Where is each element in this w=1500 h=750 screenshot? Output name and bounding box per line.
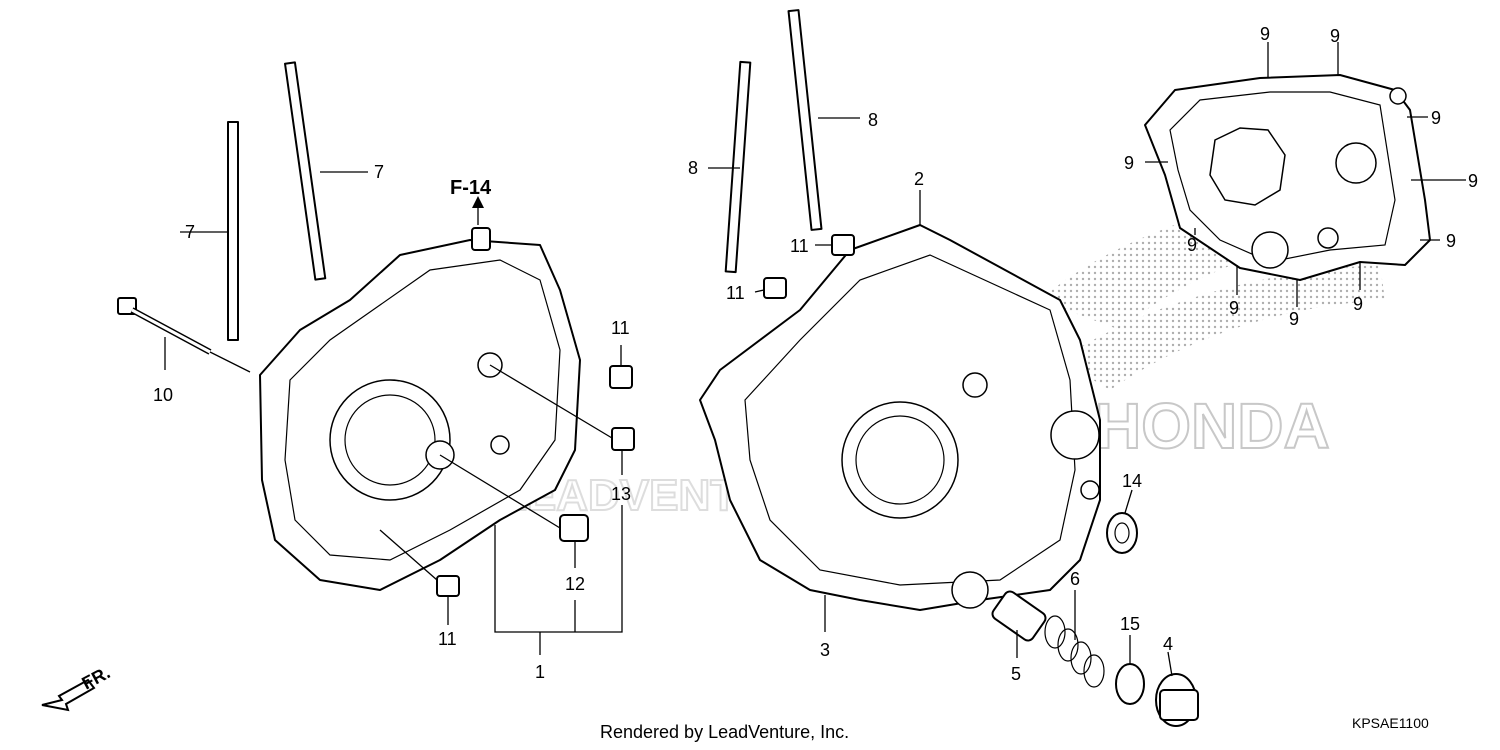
crankcase-gasket — [1144, 74, 1431, 281]
callout-15[interactable]: 15 — [1120, 614, 1140, 634]
callout-4[interactable]: 4 — [1163, 634, 1173, 654]
leader-lines — [164, 42, 1466, 677]
spring-6 — [1044, 615, 1105, 688]
oil-seal-14 — [1106, 512, 1138, 554]
callout-9-e[interactable]: 9 — [1468, 171, 1478, 191]
drain-plug-4 — [1155, 673, 1199, 727]
dowel-pin-11-lower — [436, 575, 460, 597]
right-crankcase-half — [699, 224, 1101, 611]
callout-7-right[interactable]: 7 — [374, 162, 384, 182]
front-direction-indicator: FR. — [41, 662, 113, 712]
callout-9-c[interactable]: 9 — [1431, 108, 1441, 128]
callout-7-left[interactable]: 7 — [185, 222, 195, 242]
callout-1[interactable]: 1 — [535, 662, 545, 682]
dowel-pin-11-upper — [609, 365, 633, 389]
front-arrow-icon — [41, 678, 96, 712]
callout-5[interactable]: 5 — [1011, 664, 1021, 684]
dowel-pin-11-right-lower — [763, 277, 787, 299]
callout-14[interactable]: 14 — [1122, 471, 1142, 491]
callout-9-g[interactable]: 9 — [1446, 231, 1456, 251]
callout-9-i[interactable]: 9 — [1289, 309, 1299, 329]
dowel-pin-11-right-upper — [831, 234, 855, 256]
reference-arrow-head — [472, 196, 484, 208]
o-ring-15 — [1115, 663, 1145, 705]
callout-9-d[interactable]: 9 — [1124, 153, 1134, 173]
callout-9-b[interactable]: 9 — [1330, 26, 1340, 46]
stud-bolt-7-right — [284, 61, 327, 281]
callout-13[interactable]: 13 — [611, 484, 631, 504]
oil-seal-13 — [611, 427, 635, 451]
callout-2[interactable]: 2 — [914, 169, 924, 189]
stud-bolt-8-left — [724, 60, 752, 274]
callout-11-lower-left[interactable]: 11 — [438, 629, 457, 649]
callout-9-f[interactable]: 9 — [1187, 235, 1197, 255]
honda-watermark-text: HONDA — [1095, 390, 1330, 462]
callout-11-right-upper[interactable]: 11 — [790, 236, 809, 256]
footer-credit: Rendered by LeadVenture, Inc. — [600, 722, 849, 742]
callout-12[interactable]: 12 — [565, 574, 585, 594]
stud-bolt-7-left — [227, 121, 239, 341]
callout-11-right-lower[interactable]: 11 — [726, 283, 745, 303]
callout-3[interactable]: 3 — [820, 640, 830, 660]
callout-10[interactable]: 10 — [153, 385, 173, 405]
bearing-12 — [559, 514, 589, 542]
oil-strainer-screen-5 — [991, 590, 1047, 642]
diagram-id: KPSAE1100 — [1352, 715, 1429, 731]
reference-f14-label[interactable]: F-14 — [450, 177, 492, 199]
callout-6[interactable]: 6 — [1070, 569, 1080, 589]
bolt-10 — [117, 297, 212, 355]
stud-bolt-8-right — [787, 9, 823, 231]
callout-9-a[interactable]: 9 — [1260, 24, 1270, 44]
callout-9-j[interactable]: 9 — [1353, 294, 1363, 314]
left-crankcase-half — [259, 227, 581, 591]
callout-8-left[interactable]: 8 — [688, 158, 698, 178]
callout-9-h[interactable]: 9 — [1229, 298, 1239, 318]
callout-11-upper-left[interactable]: 11 — [611, 318, 630, 338]
callout-8-right[interactable]: 8 — [868, 110, 878, 130]
